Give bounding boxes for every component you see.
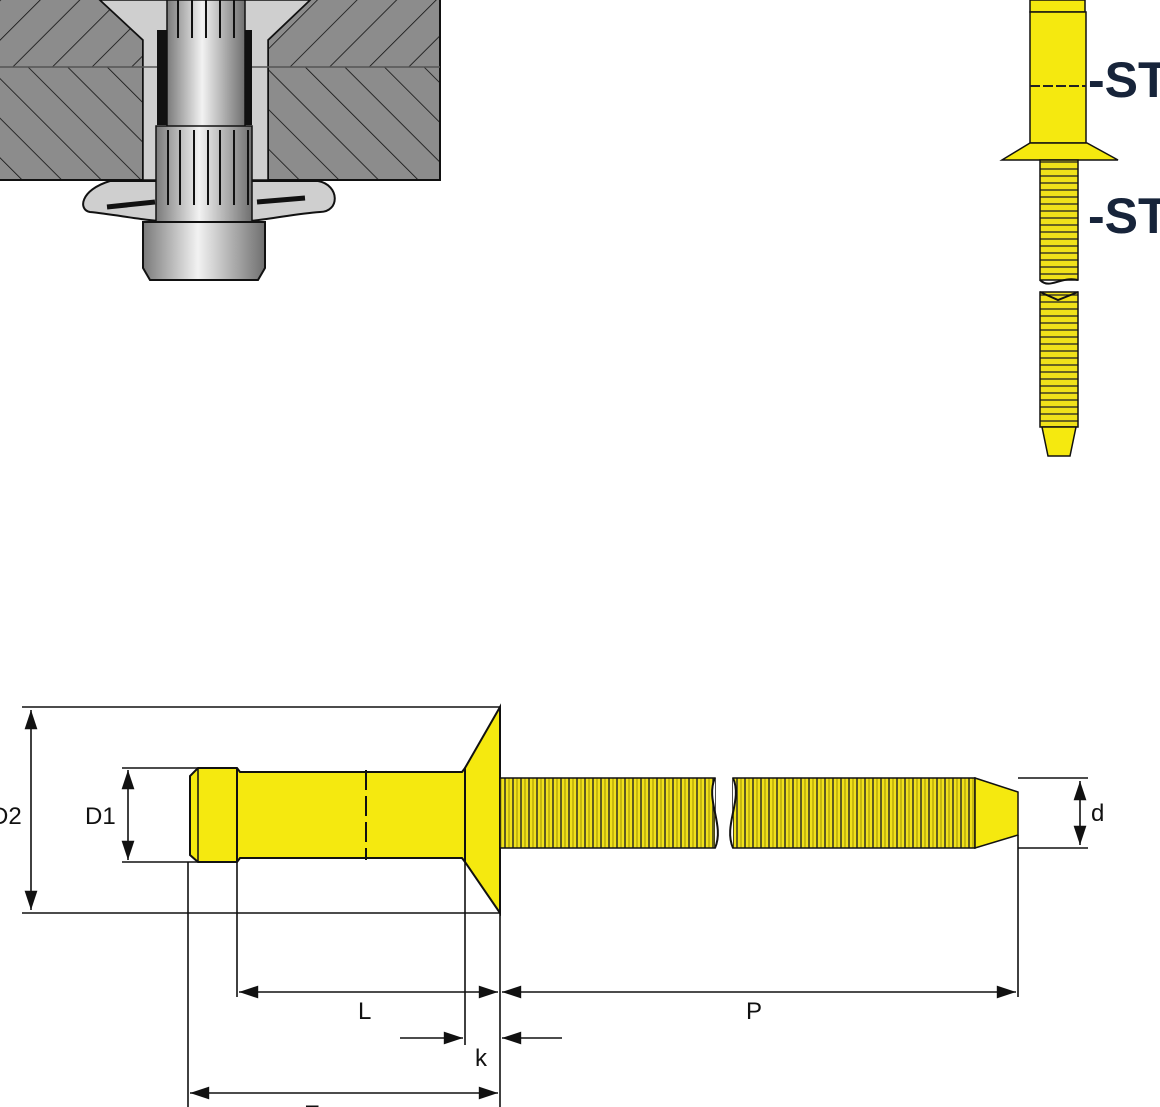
- installed-rivet-cross-section: [0, 0, 441, 281]
- mandrel-tip: [1041, 426, 1077, 457]
- mandrel-lower: [1039, 291, 1079, 428]
- label-k: k: [475, 1045, 488, 1072]
- lower-plate-left: [0, 67, 143, 180]
- label-p: P: [746, 998, 762, 1025]
- label-d2: D2: [0, 803, 22, 830]
- rivet-head-dimensioned: [464, 703, 501, 917]
- mandrel-thread-left: [499, 777, 716, 849]
- mandrel-head: [142, 221, 266, 281]
- mandrel-tip-dimensioned: [974, 776, 1019, 850]
- rivet-body-dimensioned: [189, 765, 466, 865]
- label-e: E: [304, 1101, 320, 1107]
- st-label-body: -ST: [1088, 52, 1160, 108]
- rivet-side-view: -ST -ST: [999, 0, 1160, 457]
- mandrel-thread-right: [732, 777, 976, 849]
- st-label-mandrel: -ST: [1088, 188, 1160, 244]
- mandrel-upper: [1039, 159, 1079, 281]
- label-d: d: [1091, 800, 1104, 827]
- label-d1: D1: [85, 803, 116, 830]
- label-l: L: [358, 998, 371, 1025]
- rivet-body: [1029, 11, 1087, 144]
- dimensioned-rivet-drawing: D2 D1 d L P k E: [0, 703, 1104, 1107]
- rivet-head: [999, 142, 1119, 161]
- lower-plate-right: [268, 67, 440, 180]
